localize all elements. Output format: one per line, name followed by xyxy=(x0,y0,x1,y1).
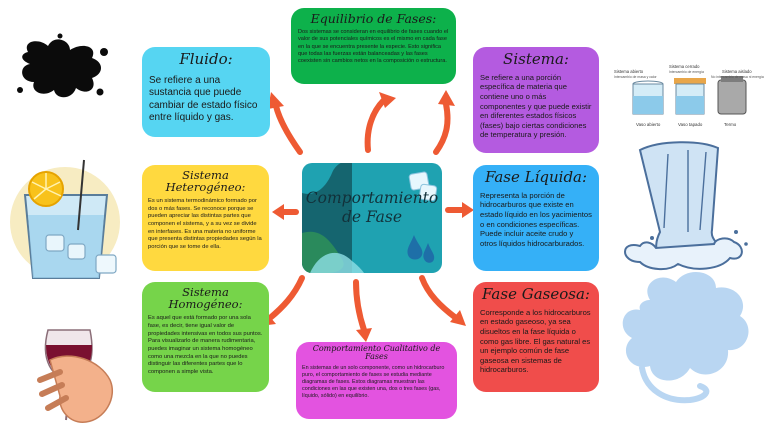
card-title: Sistema: xyxy=(503,50,569,68)
card-equilibrio-de-fases: Equilibrio de Fases: Dos sistemas se con… xyxy=(291,8,456,84)
card-body: Corresponde a los hidrocarburos en estad… xyxy=(480,307,591,375)
card-fase-gaseosa: Fase Gaseosa: Corresponde a los hidrocar… xyxy=(473,282,599,392)
center-title: Comportamiento de Fase xyxy=(305,189,439,226)
ink-splat-icon xyxy=(17,33,108,98)
container-bottom-label: Termo xyxy=(724,122,737,127)
container-label: Sistema abierto xyxy=(614,69,644,74)
card-fluido: Fluido: Se refiere a una sustancia que p… xyxy=(142,47,270,137)
card-fase-liquida: Fase Líquida: Representa la porción de h… xyxy=(473,165,599,271)
card-title: Equilibrio de Fases: xyxy=(310,11,437,26)
card-title: Sistema Homogéneo: xyxy=(168,285,243,312)
card-body: Representa la porción de hidrocarburos q… xyxy=(480,190,592,248)
container-caption: No intercambio de masa ni energía xyxy=(711,75,764,79)
water-glass-icon xyxy=(10,159,120,279)
card-sistema-homogeneo: Sistema Homogéneo: Es aquel que está for… xyxy=(142,282,269,392)
center-illustration xyxy=(302,163,438,273)
container-label: Sistema aislado xyxy=(722,69,752,74)
arrow-icon xyxy=(353,279,367,333)
card-body: Se refiere a una porción específica de m… xyxy=(480,72,592,140)
card-title: Fluido: xyxy=(179,50,233,68)
arrow-icon xyxy=(273,103,303,155)
card-sistema-heterogeneo: Sistema Heterogéneo: Es un sistema termo… xyxy=(142,165,269,271)
card-comportamiento-cualitativo: Comportamiento Cualitativo de Fases En s… xyxy=(296,342,457,419)
container-label: Sistema cerrado xyxy=(669,64,700,69)
arrow-icon xyxy=(419,275,459,321)
card-title: Fase Gaseosa: xyxy=(482,285,590,303)
card-body: En sistemas de un solo componente, como … xyxy=(302,364,445,399)
card-title: Fase Líquida: xyxy=(484,168,588,186)
card-sistema: Sistema: Se refiere a una porción especí… xyxy=(473,47,599,153)
card-body: Se refiere a una sustancia que puede cam… xyxy=(149,74,258,123)
card-body: Es aquel que está formado por una sola f… xyxy=(148,315,263,376)
card-body: Dos sistemas se consideran en equilibrio… xyxy=(298,29,449,65)
container-caption: Intercambio de energía xyxy=(669,70,704,74)
arrow-icon xyxy=(364,97,387,153)
waterfall-icon xyxy=(624,141,748,270)
gas-cloud-icon xyxy=(622,271,749,404)
arrow-icon xyxy=(267,275,305,321)
container-caption: Intercambio de masa y calor xyxy=(614,75,657,79)
card-body: Es un sistema termodinámico formado por … xyxy=(148,198,262,250)
container-bottom-label: Vaso abierto xyxy=(636,122,661,127)
arrow-icon xyxy=(433,101,451,155)
connector-arrows xyxy=(267,97,467,333)
card-title: Comportamiento Cualitativo de Fases xyxy=(312,344,441,362)
containers-figure: Sistema abierto Sistema cerrado Sistema … xyxy=(612,58,764,133)
container-bottom-label: Vaso tapado xyxy=(678,122,703,127)
wine-glass-icon xyxy=(37,329,113,423)
card-title: Sistema Heterogéneo: xyxy=(165,168,246,195)
center-node: Comportamiento de Fase xyxy=(302,163,442,273)
